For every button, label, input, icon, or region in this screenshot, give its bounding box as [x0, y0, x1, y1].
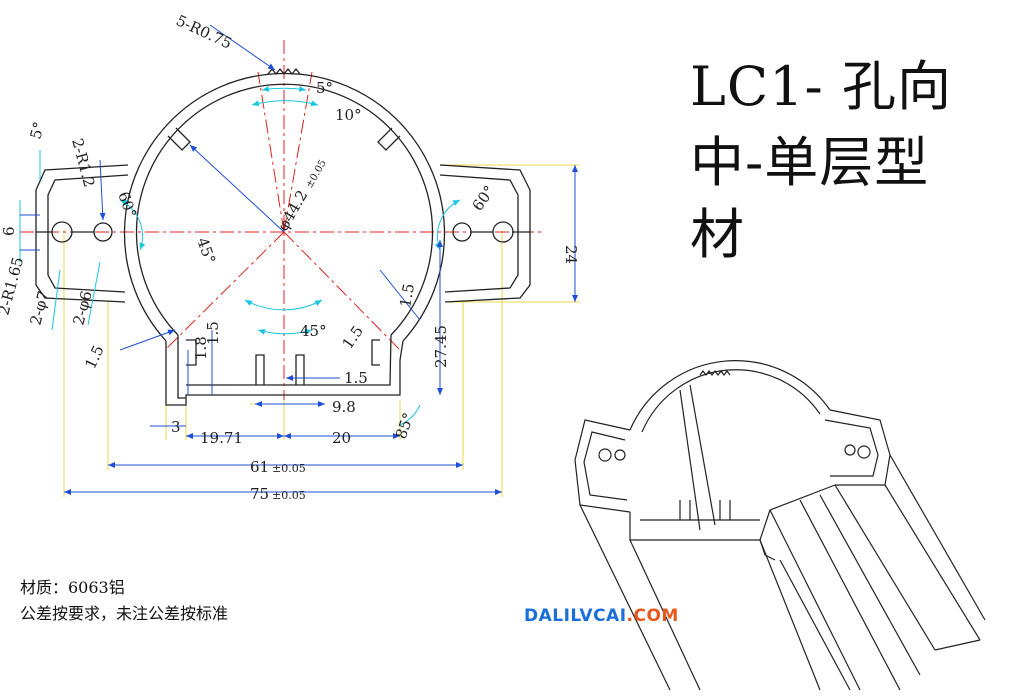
- dim-angle-45-bottom: 45°: [300, 322, 327, 340]
- dim-3: 3: [171, 418, 181, 436]
- dimension-texts: 5-R0.75 5° 10° 5° 2-R1.2 60° 60° φ44.2 ±…: [0, 11, 580, 503]
- dimension-lines: [20, 24, 578, 495]
- dim-phi-6: 2-φ6: [69, 289, 95, 327]
- dim-1-5-wing: 1.5: [396, 282, 418, 309]
- dim-1-5-slot: 1.5: [344, 369, 368, 387]
- angle-arcs: [19, 85, 461, 426]
- dim-61-tol: ±0.05: [272, 462, 306, 475]
- tolerance-note: 公差按要求，未注公差按标准: [20, 604, 229, 623]
- title-line-1: LC1- 孔向: [690, 55, 952, 118]
- dim-r075: 5-R0.75: [173, 11, 234, 52]
- dim-phi-7: 2-φ7: [26, 289, 52, 327]
- dim-angle-5-left: 5°: [26, 120, 48, 141]
- dim-angle-5-top: 5°: [316, 79, 333, 97]
- watermark: DALILVCAI.COM: [524, 606, 679, 626]
- profile-outline: [35, 67, 531, 406]
- title-line-3: 材: [690, 203, 745, 266]
- dim-angle-45-left: 45°: [193, 235, 219, 266]
- dim-r165: 2-R1.65: [0, 255, 27, 317]
- dim-diameter-tol: ±0.05: [304, 158, 329, 190]
- dim-1-8: 1.8: [192, 336, 210, 360]
- dim-1-5-right: 1.5: [339, 322, 367, 352]
- dim-diameter: φ44.2: [274, 187, 312, 234]
- dim-24: 24: [562, 245, 580, 264]
- dim-r12: 2-R1.2: [68, 136, 98, 189]
- dim-9-8: 9.8: [332, 398, 356, 416]
- watermark-tld: .COM: [626, 606, 679, 626]
- dim-27-45: 27.45: [432, 325, 450, 368]
- dim-75-tol: ±0.05: [272, 489, 306, 502]
- watermark-domain: DALILVCAI: [524, 606, 627, 626]
- dim-75: 75: [250, 485, 269, 503]
- dim-1-5-left: 1.5: [81, 342, 107, 371]
- dim-61: 61: [250, 458, 269, 476]
- material-note: 材质：6063铝: [20, 578, 125, 597]
- isometric-view: [574, 360, 986, 691]
- dim-19-71: 19.71: [200, 429, 243, 447]
- dim-angle-60-left: 60°: [114, 189, 140, 220]
- dim-1-5-mid: 1.5: [204, 321, 222, 345]
- dim-angle-60-right: 60°: [469, 182, 499, 214]
- dim-20: 20: [332, 429, 351, 447]
- dim-6: 6: [0, 226, 18, 236]
- dim-angle-10: 10°: [335, 106, 362, 124]
- title-line-2: 中-单层型: [690, 131, 930, 194]
